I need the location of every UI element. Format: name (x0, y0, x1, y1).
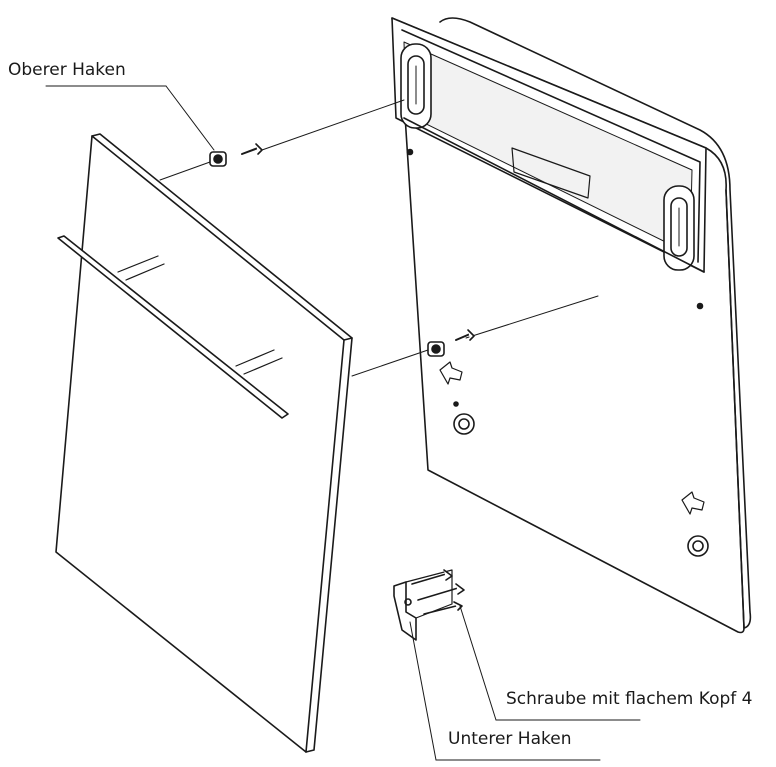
recess (511, 147, 591, 199)
handle-mount-left (117, 255, 165, 281)
top-rail-inner-edge (401, 29, 701, 263)
middle-hook-icon (427, 341, 445, 357)
arrow-marker-2 (681, 491, 705, 515)
flat-head-screw-icons (411, 569, 465, 615)
front-panel-face (55, 135, 345, 753)
hole-3 (453, 401, 459, 407)
flat-head-screw-label: Schraube mit flachem Kopf 4 (506, 689, 753, 709)
front-panel-handle (57, 235, 289, 419)
middle-screw-icon (455, 329, 475, 341)
panel-face-line (403, 117, 705, 273)
lower-hook-label: Unterer Haken (448, 729, 572, 749)
upper-hook-icon (209, 151, 227, 167)
screw-leader-diag (459, 605, 497, 721)
arrow-marker-1 (439, 361, 463, 385)
back-panel (391, 17, 752, 634)
upper-guide-line-left (159, 161, 211, 181)
handle-mount-right (235, 349, 283, 375)
lower-hook-plate (405, 569, 453, 619)
lower-hook-leader-diag (409, 621, 437, 761)
lower-hook-hole (404, 598, 412, 606)
front-panel-top-edge (91, 133, 353, 341)
front-panel (55, 133, 353, 753)
lower-hook-icon (393, 581, 417, 641)
back-panel-side-edge (725, 189, 745, 629)
middle-guide-line-right (465, 295, 599, 339)
round-fitting-1 (453, 413, 475, 435)
slot-left (400, 43, 432, 129)
hole-2 (696, 302, 704, 310)
round-fitting-2 (687, 535, 709, 557)
front-panel-right-edge (305, 337, 353, 753)
lower-hook-assembly (393, 569, 641, 761)
back-panel-rear-edge (439, 17, 752, 629)
upper-guide-line-right (261, 99, 405, 151)
hole-1 (406, 148, 414, 156)
upper-hook-assembly (45, 85, 405, 181)
upper-hook-label: Oberer Haken (8, 60, 126, 80)
middle-hook-assembly (351, 295, 599, 377)
slot-right (663, 185, 695, 271)
middle-guide-line-left (351, 349, 429, 377)
upper-screw-icon (241, 143, 263, 155)
upper-hook-leader-diag (165, 85, 215, 151)
